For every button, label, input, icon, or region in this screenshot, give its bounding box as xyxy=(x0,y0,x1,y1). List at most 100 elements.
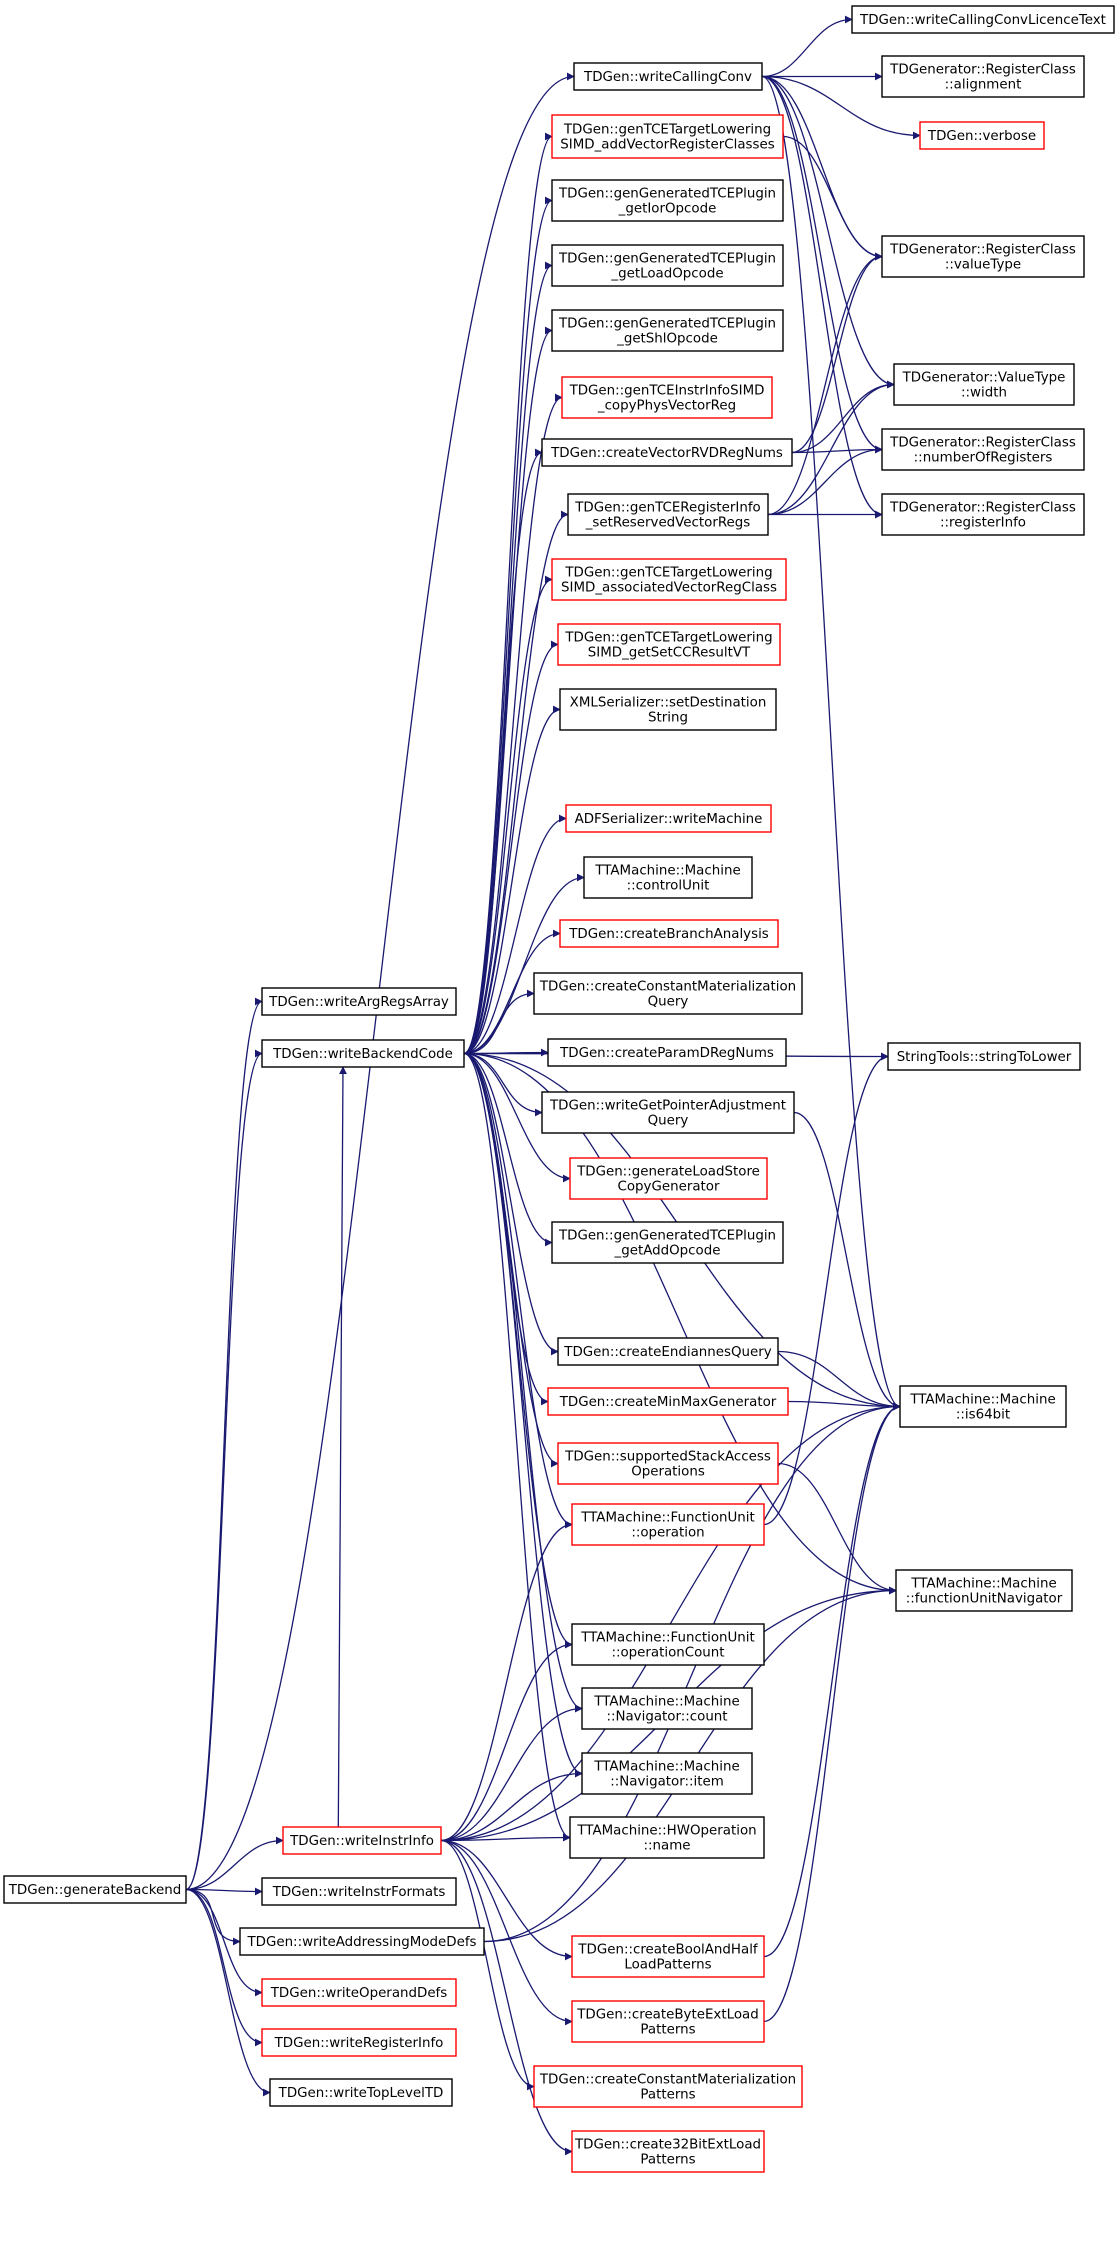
node-stringToLower[interactable]: StringTools::stringToLower xyxy=(887,1042,1081,1071)
node-label: TDGen::createMinMaxGenerator xyxy=(559,1395,777,1410)
node-writeMachine[interactable]: ADFSerializer::writeMachine xyxy=(565,804,772,833)
node-box xyxy=(573,62,763,91)
node-getSetCCResultVT[interactable]: TDGen::genTCETargetLoweringSIMD_getSetCC… xyxy=(557,623,781,666)
node-fuOperationCount[interactable]: TTAMachine::FunctionUnit::operationCount xyxy=(571,1623,765,1666)
node-writeCallingConvLicenceText[interactable]: TDGen::writeCallingConvLicenceText xyxy=(851,5,1115,34)
node-writeTopLevelTD[interactable]: TDGen::writeTopLevelTD xyxy=(269,2078,453,2107)
node-box xyxy=(557,1337,779,1366)
node-label: _getShlOpcode xyxy=(616,332,718,347)
node-label: TTAMachine::HWOperation xyxy=(576,1824,756,1839)
node-getLoadOpcode[interactable]: TDGen::genGeneratedTCEPlugin_getLoadOpco… xyxy=(551,244,784,287)
edge-writeInstrInfo-to-createByteExtLoadPatterns xyxy=(440,1839,573,2026)
node-navigatorItem[interactable]: TTAMachine::Machine::Navigator::item xyxy=(581,1752,753,1795)
node-label: TDGenerator::RegisterClass xyxy=(889,63,1076,78)
node-box xyxy=(559,919,779,948)
node-hwOperationName[interactable]: TTAMachine::HWOperation::name xyxy=(569,1816,765,1859)
node-fuOperation[interactable]: TTAMachine::FunctionUnit::operation xyxy=(571,1503,765,1546)
node-writeInstrFormats[interactable]: TDGen::writeInstrFormats xyxy=(261,1877,457,1906)
node-label: TTAMachine::FunctionUnit xyxy=(580,1511,755,1526)
edge-writeInstrInfo-to-fuOperationCount xyxy=(440,1640,573,1842)
node-createEndiannesQuery[interactable]: TDGen::createEndiannesQuery xyxy=(557,1337,779,1366)
edge-generateBackend-to-writeBackendCode xyxy=(185,1049,263,1891)
node-label: TTAMachine::Machine xyxy=(909,1393,1055,1408)
node-navigatorCount[interactable]: TTAMachine::Machine::Navigator::count xyxy=(581,1687,753,1730)
node-functionUnitNavigator[interactable]: TTAMachine::Machine::functionUnitNavigat… xyxy=(895,1569,1073,1612)
node-setReservedVectorRegs[interactable]: TDGen::genTCERegisterInfo_setReservedVec… xyxy=(567,493,769,536)
node-box xyxy=(571,1503,765,1546)
node-getShlOpcode[interactable]: TDGen::genGeneratedTCEPlugin_getShlOpcod… xyxy=(551,309,784,352)
node-writeBackendCode[interactable]: TDGen::writeBackendCode xyxy=(261,1039,465,1068)
node-box xyxy=(551,1221,784,1264)
node-label: ::operation xyxy=(631,1526,704,1541)
node-label: ::functionUnitNavigator xyxy=(906,1592,1063,1607)
node-label: TDGen::createConstantMaterialization xyxy=(539,2073,796,2088)
node-createConstantMaterializationQuery[interactable]: TDGen::createConstantMaterializationQuer… xyxy=(533,972,803,1015)
node-createConstantMaterializationPatterns[interactable]: TDGen::createConstantMaterializationPatt… xyxy=(533,2065,803,2108)
node-label: Operations xyxy=(631,1465,705,1480)
node-label: TDGen::writeBackendCode xyxy=(272,1047,453,1062)
edge-writeInstrInfo-to-navigatorCount xyxy=(440,1704,583,1842)
node-writeAddressingModeDefs[interactable]: TDGen::writeAddressingModeDefs xyxy=(239,1927,485,1956)
node-is64bit[interactable]: TTAMachine::Machine::is64bit xyxy=(899,1385,1067,1428)
edge-writeCallingConv-to-vtWidth xyxy=(761,75,895,389)
node-box xyxy=(881,493,1085,536)
node-label: TDGenerator::RegisterClass xyxy=(889,436,1076,451)
node-generateBackend[interactable]: TDGen::generateBackend xyxy=(3,1875,187,1904)
node-rcRegisterInfo[interactable]: TDGenerator::RegisterClass::registerInfo xyxy=(881,493,1085,536)
node-label: XMLSerializer::setDestination xyxy=(570,696,767,711)
edge-fuOperation-to-stringToLower xyxy=(763,1052,889,1526)
node-label: _setReservedVectorRegs xyxy=(585,516,751,531)
node-writeInstrInfo[interactable]: TDGen::writeInstrInfo xyxy=(282,1826,442,1855)
node-label: TDGen::create32BitExtLoad xyxy=(574,2138,761,2153)
node-associatedVectorRegClass[interactable]: TDGen::genTCETargetLoweringSIMD_associat… xyxy=(551,558,787,601)
node-genTCETargetLoweringSIMD_addVectorRegisterClasses[interactable]: TDGen::genTCETargetLoweringSIMD_addVecto… xyxy=(551,114,784,159)
edge-writeBackendCode-to-setDestinationString xyxy=(463,705,561,1055)
node-box xyxy=(261,2028,457,2057)
node-createBranchAnalysis[interactable]: TDGen::createBranchAnalysis xyxy=(559,919,779,948)
node-getAddOpcode[interactable]: TDGen::genGeneratedTCEPlugin_getAddOpcod… xyxy=(551,1221,784,1264)
node-rcNumberOfRegisters[interactable]: TDGenerator::RegisterClass::numberOfRegi… xyxy=(881,428,1085,471)
node-writeOperandDefs[interactable]: TDGen::writeOperandDefs xyxy=(261,1978,457,2007)
node-label: Query xyxy=(648,995,689,1010)
node-label: TDGen::generateBackend xyxy=(8,1883,182,1898)
node-label: TTAMachine::Machine xyxy=(910,1577,1056,1592)
node-rcAlignment[interactable]: TDGenerator::RegisterClass::alignment xyxy=(881,55,1085,98)
node-createMinMaxGenerator[interactable]: TDGen::createMinMaxGenerator xyxy=(547,1387,789,1416)
node-vtWidth[interactable]: TDGenerator::ValueType::width xyxy=(893,363,1075,406)
edge-writeBackendCode-to-functionUnitNavigator xyxy=(463,1052,897,1595)
node-rcValueType[interactable]: TDGenerator::RegisterClass::valueType xyxy=(881,235,1085,278)
edge-writeBackendCode-to-createBranchAnalysis xyxy=(463,929,561,1055)
node-box xyxy=(895,1569,1073,1612)
node-label: SIMD_addVectorRegisterClasses xyxy=(560,138,774,153)
node-label: TDGen::writeInstrFormats xyxy=(272,1885,446,1900)
edge-writeGetPointerAdjustmentQuery-to-is64bit xyxy=(793,1111,901,1411)
node-getIorOpcode[interactable]: TDGen::genGeneratedTCEPlugin_getIorOpcod… xyxy=(551,179,784,222)
node-label: ::valueType xyxy=(945,258,1021,273)
node-verbose[interactable]: TDGen::verbose xyxy=(919,121,1045,150)
node-label: ::is64bit xyxy=(956,1408,1010,1423)
node-box xyxy=(261,1039,465,1068)
edge-writeBackendCode-to-hwOperationName xyxy=(463,1052,571,1842)
node-controlUnit[interactable]: TTAMachine::Machine::controlUnit xyxy=(583,856,753,899)
node-label: SIMD_getSetCCResultVT xyxy=(588,646,751,661)
node-writeArgRegsArray[interactable]: TDGen::writeArgRegsArray xyxy=(261,987,457,1016)
node-label: CopyGenerator xyxy=(618,1180,720,1195)
edge-writeCallingConv-to-rcNumberOfRegisters xyxy=(761,75,883,454)
node-writeCallingConv[interactable]: TDGen::writeCallingConv xyxy=(573,62,763,91)
node-box xyxy=(571,1623,765,1666)
node-createParamDRegNums[interactable]: TDGen::createParamDRegNums xyxy=(547,1038,787,1067)
node-label: TDGen::createEndiannesQuery xyxy=(563,1345,771,1360)
node-writeRegisterInfo[interactable]: TDGen::writeRegisterInfo xyxy=(261,2028,457,2057)
node-label: TDGen::writeOperandDefs xyxy=(270,1986,448,2001)
node-createVectorRVDRegNums[interactable]: TDGen::createVectorRVDRegNums xyxy=(541,438,793,467)
node-copyPhysVectorReg[interactable]: TDGen::genTCEInstrInfoSIMD_copyPhysVecto… xyxy=(561,376,773,419)
edge-writeBackendCode-to-navigatorItem xyxy=(463,1052,583,1778)
